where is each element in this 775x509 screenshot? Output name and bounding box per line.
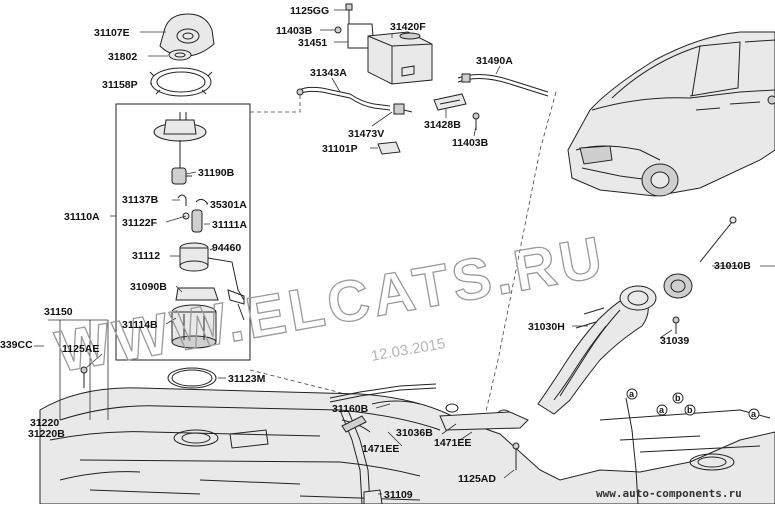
label-31109: 31109 (384, 489, 413, 501)
label-31036B: 31036B (396, 427, 433, 439)
cover-seal (168, 49, 192, 61)
label-1125GG: 1125GG (290, 5, 329, 17)
label-31150: 31150 (44, 306, 73, 318)
label-31473V: 31473V (348, 128, 384, 140)
tank-bolt-left (80, 366, 88, 388)
label-31039: 31039 (660, 335, 689, 347)
label-31112: 31112 (132, 250, 160, 262)
label-94460: 94460 (212, 242, 241, 254)
label-31343A: 31343A (310, 67, 347, 79)
connection-line (483, 91, 557, 421)
pressure-regulator (171, 167, 192, 185)
label-1471EE-right: 1471EE (434, 437, 471, 449)
label-31190B: 31190B (198, 167, 235, 179)
ref-circle-b: b (687, 405, 693, 415)
fuel-pump-cover (159, 13, 215, 57)
label-11403B-mid: 11403B (452, 137, 489, 149)
label-31490A: 31490A (476, 55, 513, 67)
label-1125AD: 1125AD (458, 473, 496, 485)
fuel-filter (191, 209, 203, 233)
hose-clamps (439, 403, 529, 431)
label-31428B: 31428B (424, 119, 461, 131)
label-31122F: 31122F (122, 217, 158, 229)
vapor-hose-left (296, 86, 391, 111)
label-31101P: 31101P (322, 143, 358, 155)
fuel-filler-cap (663, 216, 737, 299)
label-31451: 31451 (298, 37, 327, 49)
ref-circle-b: b (675, 393, 681, 403)
label-31010B: 31010B (714, 260, 751, 272)
filler-bolt (672, 316, 680, 334)
label-31090B: 31090B (130, 281, 167, 293)
car-illustration (567, 31, 775, 197)
heat-protector (363, 489, 383, 505)
label-31802: 31802 (108, 51, 137, 63)
filler-cap-housing (619, 285, 657, 311)
vapor-canister (367, 31, 433, 85)
tank-fuel-line (329, 383, 437, 433)
label-31123M: 31123M (228, 373, 266, 385)
label-31220: 31220 (30, 417, 59, 429)
vent-tag (377, 141, 401, 155)
fuel-sender (175, 287, 245, 321)
hose-connector (393, 103, 413, 115)
label-31111A: 31111A (212, 219, 247, 231)
pump-reservoir (171, 304, 217, 349)
leader-lines (34, 9, 775, 495)
label-11403B-top: 11403B (276, 25, 313, 37)
label-339CC: 339CC (0, 339, 33, 351)
canister-mount-bracket (433, 93, 467, 111)
tank-o-ring (167, 367, 217, 389)
ref-circle-a: a (659, 405, 665, 415)
ref-circle-a: a (629, 389, 635, 399)
ref-circle-a: a (751, 409, 757, 419)
label-31114B: 31114B (122, 319, 158, 331)
label-31110A: 31110A (64, 211, 100, 223)
label-31158P: 31158P (102, 79, 138, 91)
label-31137B: 31137B (122, 194, 159, 206)
pump-flange (153, 112, 207, 168)
lock-ring (149, 67, 213, 97)
label-1471EE-left: 1471EE (362, 443, 399, 455)
watermark-text: WWW.ELCATS.RU (51, 224, 611, 385)
label-31420F: 31420F (390, 21, 426, 33)
watermark-date: 12.03.2015 (370, 335, 447, 365)
tank-bolt (512, 442, 520, 470)
footer-url[interactable]: www.auto-components.ru (596, 487, 742, 500)
pump-assembly-frame (115, 103, 251, 361)
label-31220B: 31220B (28, 428, 65, 440)
label-31030H: 31030H (528, 321, 565, 333)
part-labels: 31107E 31802 31158P 1125GG 11403B 31451 … (0, 5, 751, 501)
connection-line (250, 94, 301, 113)
ref-circles: a a b b a (626, 388, 760, 420)
fuel-pump-body (179, 242, 245, 301)
canister-bolt (345, 3, 353, 24)
label-31107E: 31107E (94, 27, 130, 39)
label-35301A: 35301A (210, 199, 247, 211)
label-31160B: 31160B (332, 403, 369, 415)
vapor-hose-right (457, 73, 549, 97)
label-1125AE: 1125AE (62, 343, 99, 355)
